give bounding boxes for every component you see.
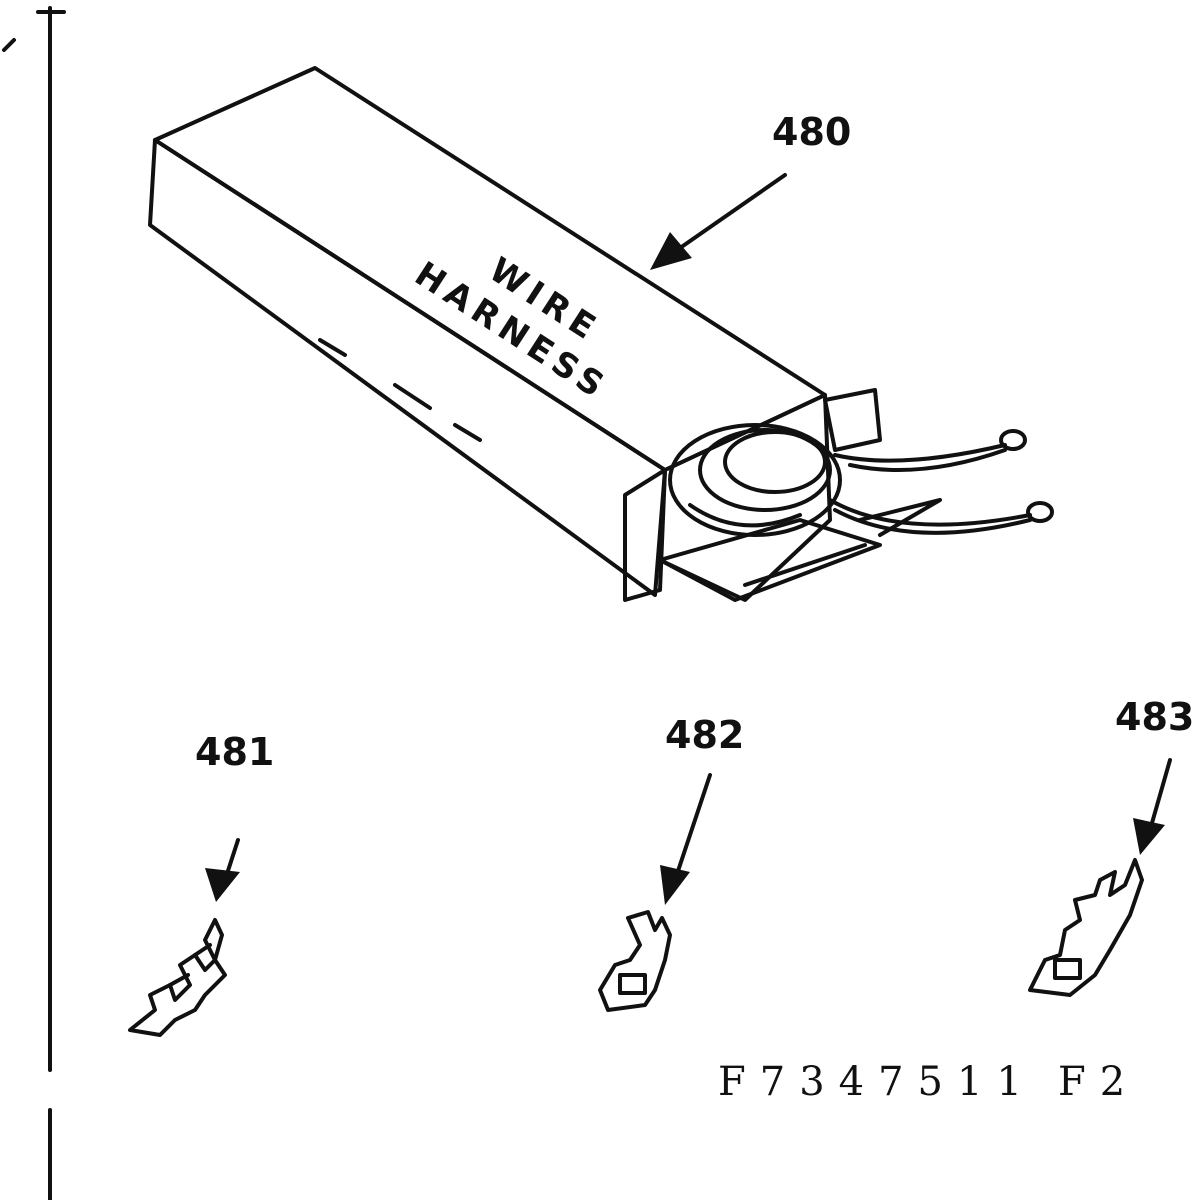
callout-483: 483 [1115, 695, 1194, 855]
terminal-481 [128, 918, 227, 1037]
callout-483-label: 483 [1115, 695, 1194, 739]
arrow-482-head [660, 865, 690, 905]
part-number-code: F7347511 [718, 1059, 1036, 1105]
part-number-sheet: F2 [1058, 1059, 1139, 1105]
callout-480: 480 [650, 110, 851, 270]
footer-part-number: F7347511 F2 [718, 1059, 1139, 1105]
callout-482: 482 [660, 713, 744, 905]
arrow-480-head [650, 232, 692, 270]
callout-481: 481 [195, 730, 274, 902]
callout-481-label: 481 [195, 730, 274, 774]
terminal-482 [598, 910, 672, 1012]
left-border [2, 6, 66, 1200]
callout-480-label: 480 [772, 110, 851, 154]
wire-harness-box [148, 66, 1054, 602]
terminal-483 [1028, 858, 1144, 997]
callout-482-label: 482 [665, 713, 744, 757]
arrow-481-head [205, 868, 240, 902]
arrow-483-head [1133, 818, 1165, 855]
